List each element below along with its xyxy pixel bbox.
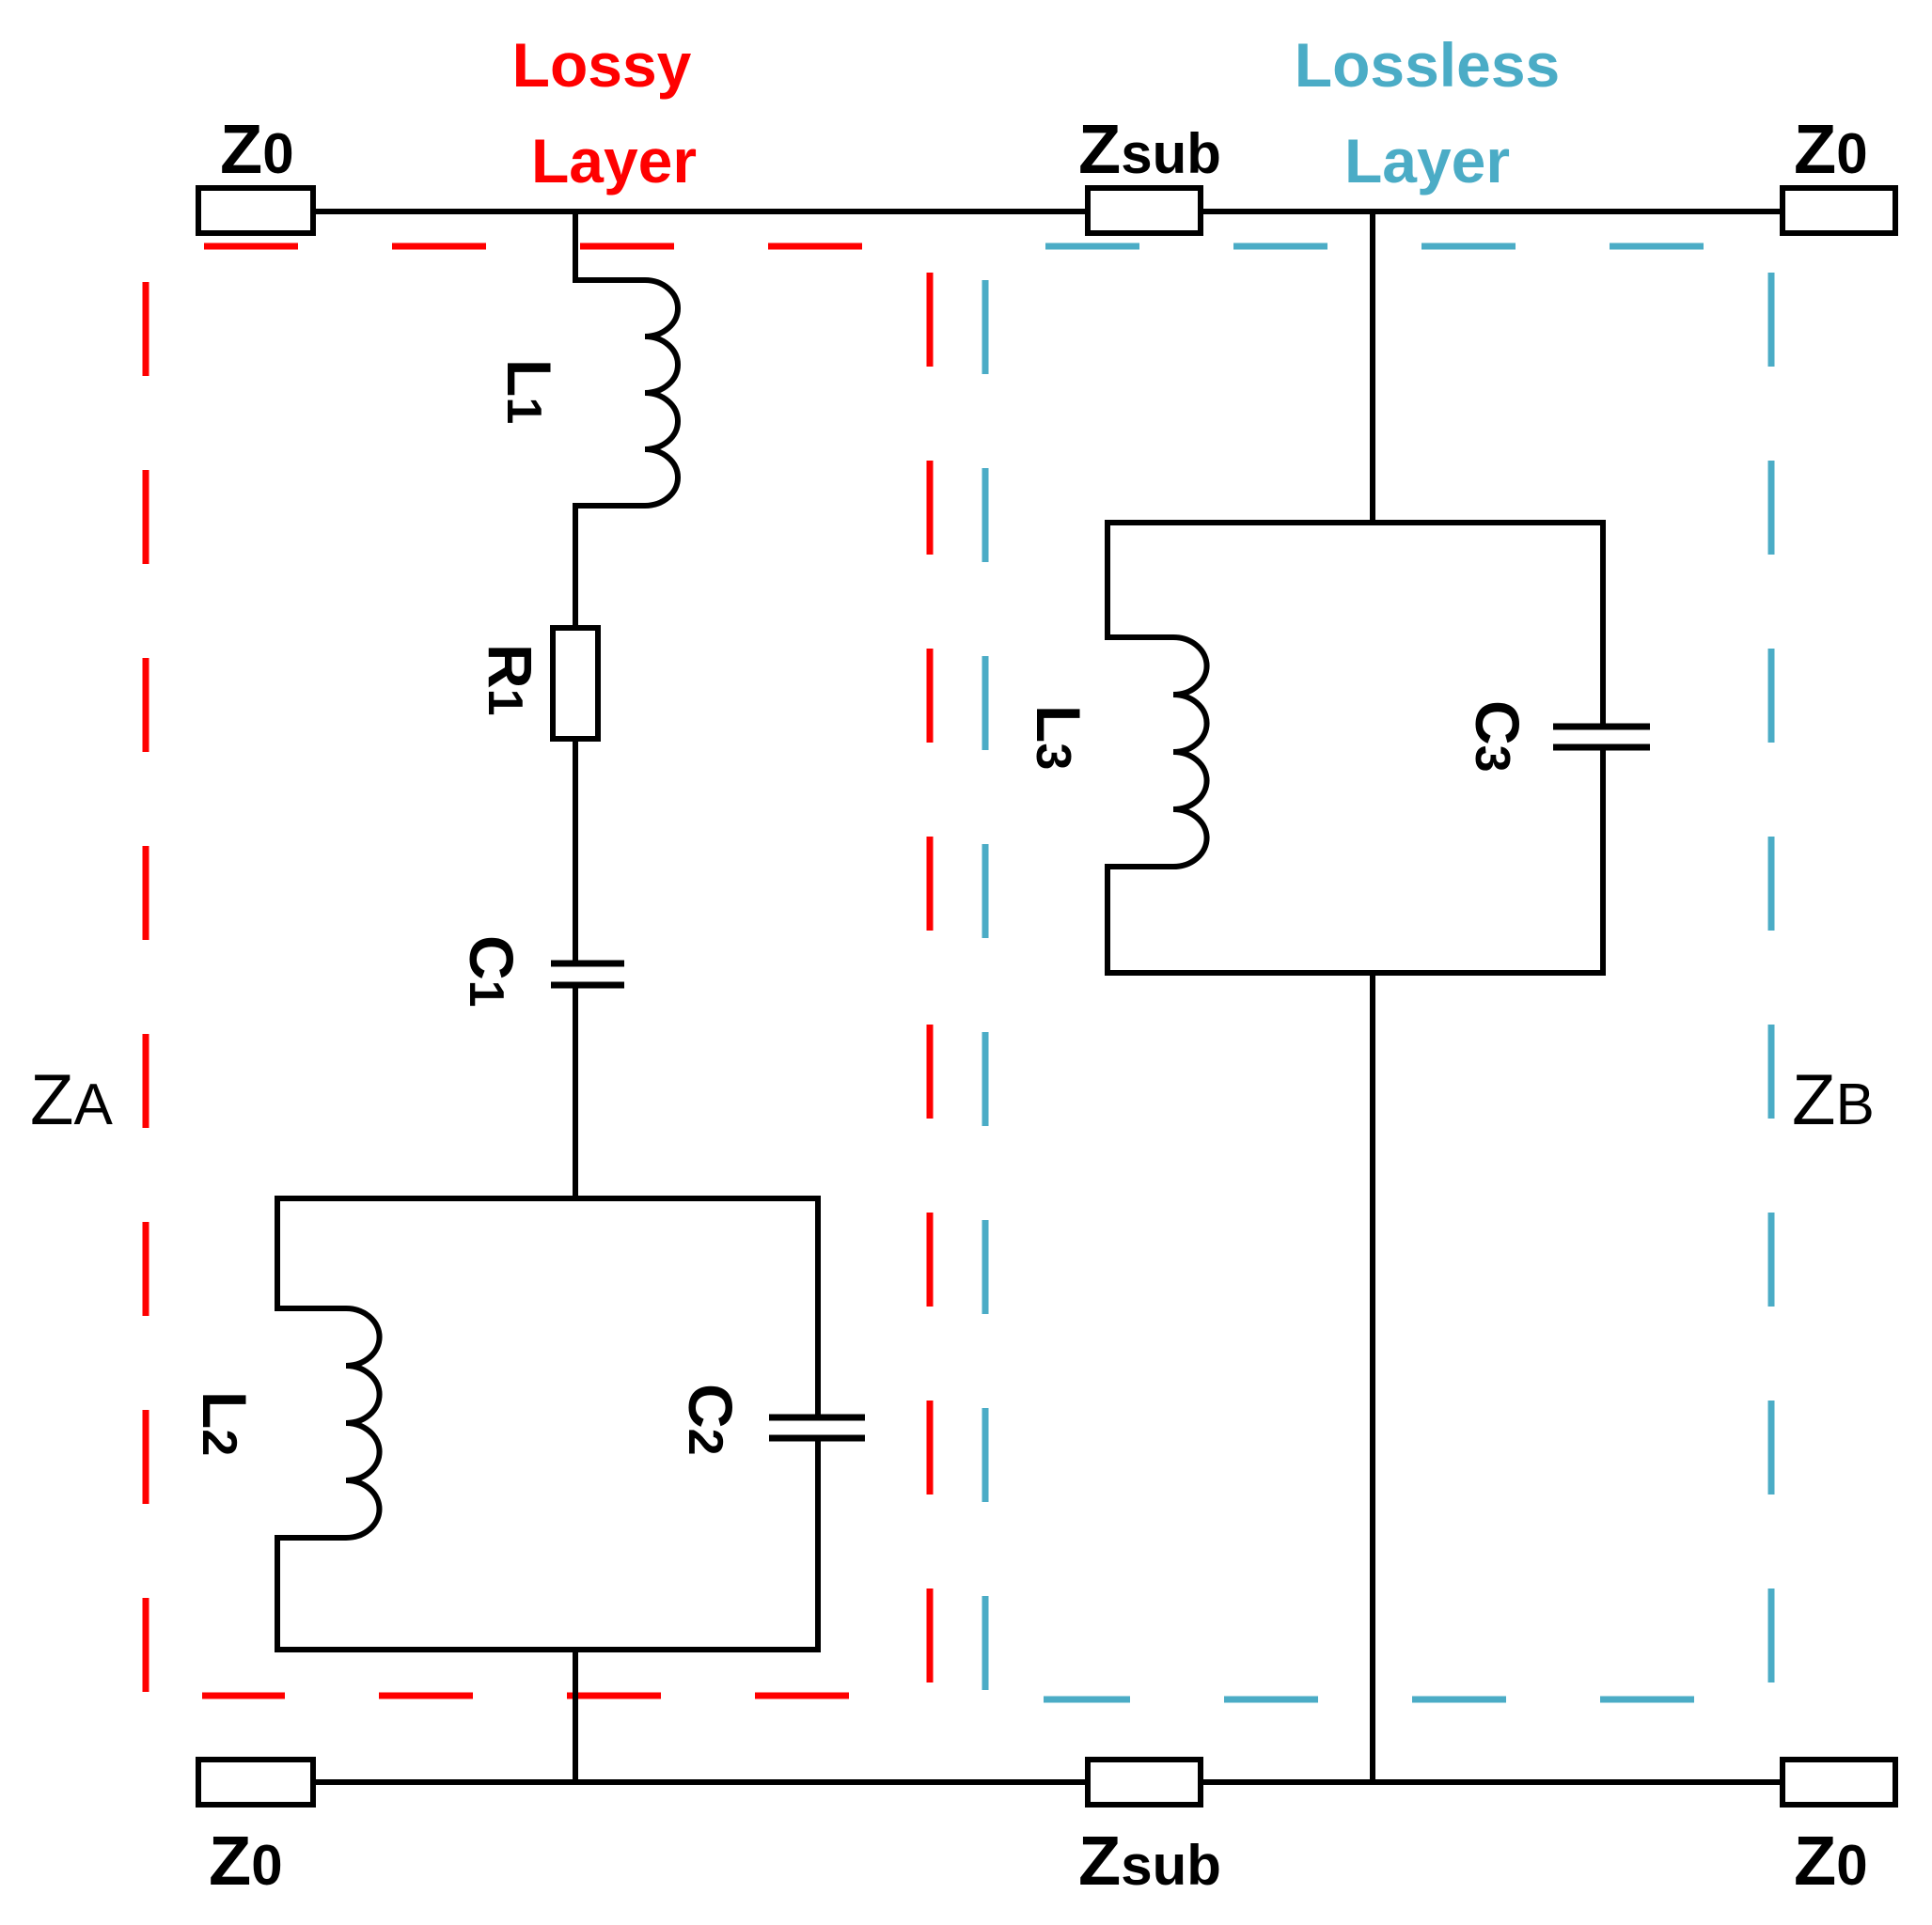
port-label-sub: 0 [1836,1834,1867,1897]
c2-branch [573,1196,821,1652]
port-label-bottom-left: Z0 [209,1822,283,1900]
port-label-sub: 0 [262,122,293,185]
l1-label: L1 [495,359,564,424]
l1-label-sub: 1 [496,397,551,424]
c3-branch [1370,520,1606,976]
port-label-sub: sub [1121,122,1221,185]
lossless-title-line1: Lossless [1295,30,1561,100]
r1-label-sub: 1 [478,689,532,716]
port-top-left [196,185,316,236]
r1-resistor [550,625,601,742]
port-label-sub: 0 [1836,122,1867,185]
lossy-layer-boundary [142,243,934,1699]
c1-label-sub: 1 [459,980,513,1008]
c3-label: C3 [1463,700,1532,773]
port-label-top-right: Z0 [1794,110,1868,188]
port-label-z: Z [1794,1822,1836,1900]
r1-label-main: R [476,644,545,689]
port-top-middle [1085,185,1203,236]
port-label-z: Z [1078,1822,1121,1900]
port-label-sub: sub [1121,1834,1221,1897]
port-bottom-right [1780,1757,1898,1808]
lossy-title-line2: Layer [531,126,697,196]
impedance-label-sub: A [73,1072,113,1137]
c1-label: C1 [457,935,526,1008]
c3-label-main: C [1463,700,1532,745]
l1-label-main: L [495,359,564,397]
port-bottom-left [196,1757,316,1808]
port-top-right [1780,185,1898,236]
l3-inductor [1105,520,1375,976]
port-label-top-middle: Zsub [1078,110,1221,188]
port-bottom-middle [1085,1757,1203,1808]
c1-label-main: C [457,935,526,980]
port-label-top-left: Z0 [220,110,294,188]
impedance-label-zb: ZB [1792,1060,1875,1140]
lossy-title-line1: Lossy [512,30,692,100]
port-label-z: Z [1794,110,1836,188]
l2-label-main: L [190,1391,259,1429]
impedance-label-z: Z [30,1060,73,1140]
l3-label-sub: 3 [1026,743,1080,770]
l3-label-main: L [1024,705,1093,743]
lossless-layer-boundary [982,243,1775,1703]
port-label-bottom-right: Z0 [1794,1822,1868,1900]
c2-label: C2 [676,1384,746,1456]
port-label-z: Z [1078,110,1121,188]
port-label-z: Z [209,1822,251,1900]
lossless-title-line2: Layer [1344,126,1510,196]
impedance-label-sub: B [1835,1072,1874,1137]
l1-inductor [573,209,681,631]
c2-label-sub: 2 [678,1429,732,1456]
l2-label-sub: 2 [192,1429,246,1456]
l2-inductor [275,1196,578,1652]
impedance-label-z: Z [1792,1060,1835,1140]
port-label-z: Z [220,110,262,188]
c3-label-sub: 3 [1465,745,1519,773]
impedance-label-za: ZA [30,1060,113,1140]
l3-label: L3 [1024,705,1093,770]
l2-label: L2 [190,1391,259,1456]
port-label-sub: 0 [251,1834,282,1897]
port-label-bottom-middle: Zsub [1078,1822,1221,1900]
c2-label-main: C [676,1384,746,1429]
r1-label: R1 [476,644,545,716]
